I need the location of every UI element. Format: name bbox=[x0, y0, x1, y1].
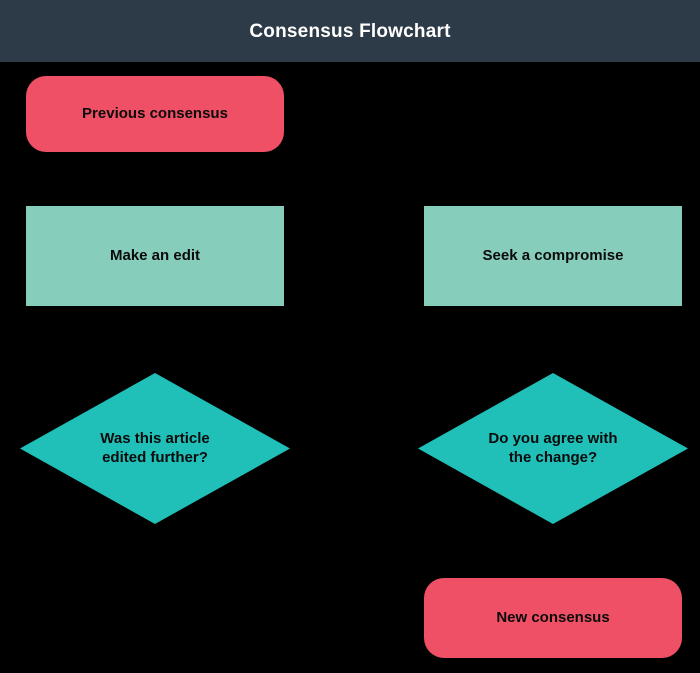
flowchart-node-was-this-article-edited-further[interactable]: Was this article edited further? bbox=[20, 373, 290, 524]
node-label: New consensus bbox=[496, 608, 610, 626]
header-bar: Consensus Flowchart bbox=[0, 0, 700, 62]
node-label: Seek a compromise bbox=[482, 246, 624, 264]
flowchart-node-previous-consensus[interactable]: Previous consensus bbox=[26, 76, 284, 152]
flowchart-node-do-you-agree-with-the-change[interactable]: Do you agree with the change? bbox=[418, 373, 688, 524]
page-title: Consensus Flowchart bbox=[249, 20, 451, 42]
flowchart-node-seek-a-compromise[interactable]: Seek a compromise bbox=[424, 206, 682, 306]
node-label: Previous consensus bbox=[82, 104, 228, 122]
flowchart-node-new-consensus[interactable]: New consensus bbox=[424, 578, 682, 658]
flowchart-node-make-an-edit[interactable]: Make an edit bbox=[26, 206, 284, 306]
node-label: Was this article edited further? bbox=[100, 429, 210, 466]
node-label: Make an edit bbox=[109, 246, 201, 264]
node-label: Do you agree with the change? bbox=[488, 429, 618, 466]
